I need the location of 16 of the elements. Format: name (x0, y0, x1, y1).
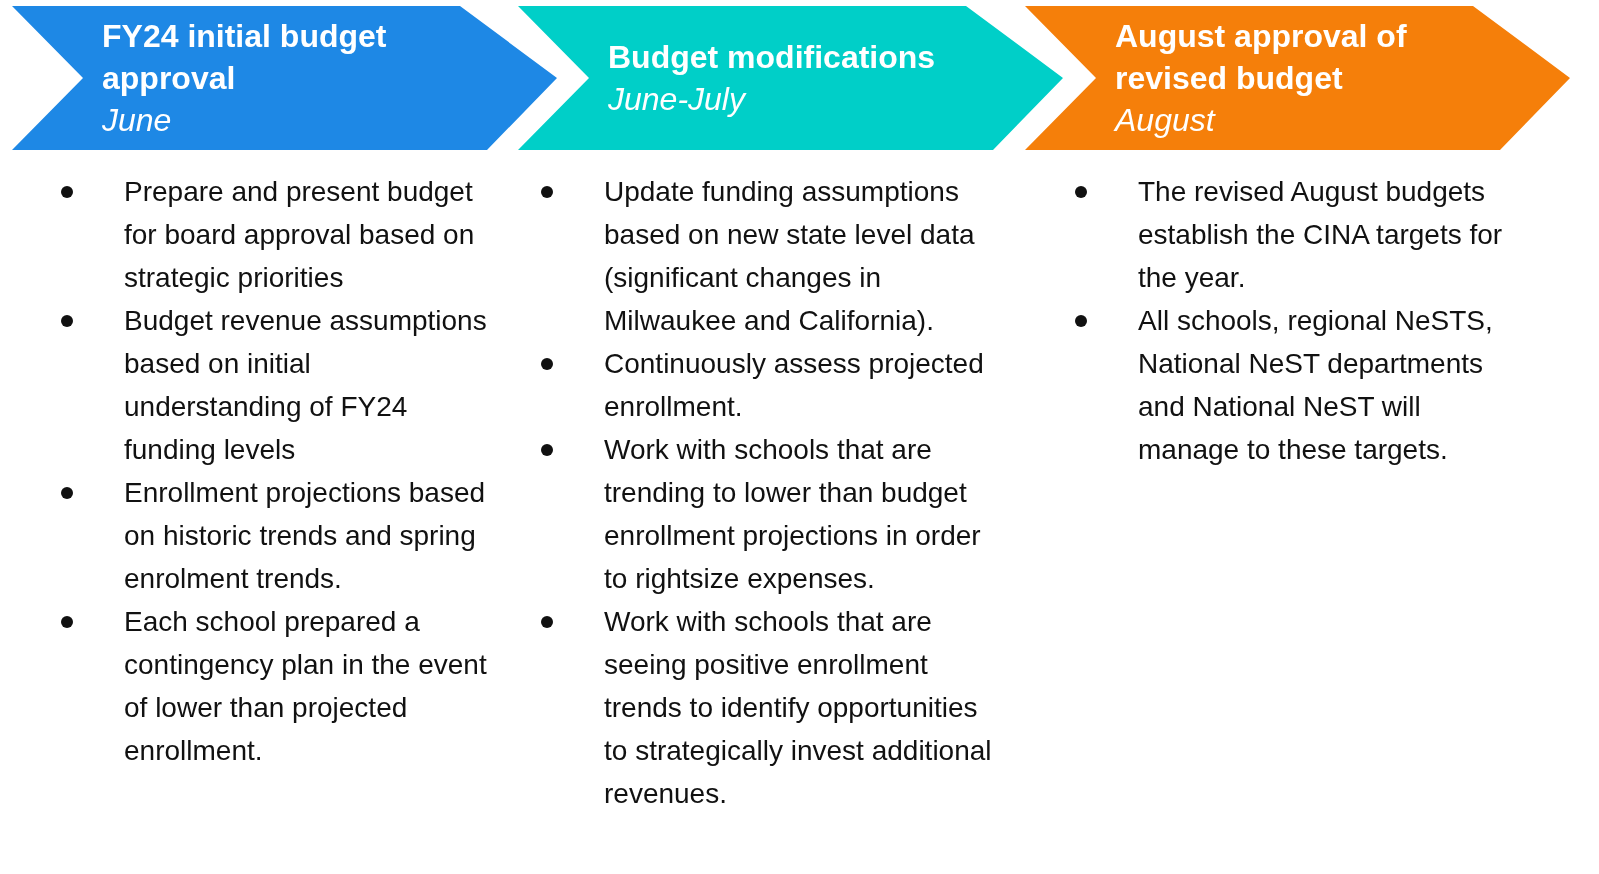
bullet-text: Budget revenue assumptions based on initial understanding of FY24 funding levels (124, 305, 487, 465)
bullet-text: Update funding assumptions based on new state level data (significant changes in Milwaukee and California). (604, 176, 975, 336)
stage-title: FY24 initial budget approval (102, 17, 388, 98)
bullet-text: The revised August budgets establish the CINA targets for the year. (1138, 176, 1503, 293)
bullet-text: Work with schools that are trending to lower than budget enrollment projections in order to rightsize expenses. (604, 434, 981, 594)
bullet-text: Each school prepared a contingency plan in the event of lower than projected enrollment. (124, 606, 487, 766)
bullet-text: Prepare and present budget for board approval based on strategic priorities (124, 176, 475, 293)
stage-date: June (102, 101, 172, 140)
stage-date: August (1115, 101, 1215, 140)
stage-date: June-July (608, 80, 745, 119)
stage-title: Budget modifications (608, 38, 936, 77)
bullet-text: Enrollment projections based on historic trends and spring enrolment trends. (124, 477, 486, 594)
bullet-text: All schools, regional NeSTS, National NeST departments and National NeST will manage to these targets. (1138, 305, 1493, 465)
bullet-text: Continuously assess projected enrollment. (604, 348, 984, 422)
stage-title: August approval of revised budget (1115, 17, 1408, 98)
bullet-text: Work with schools that are seeing positive enrollment trends to identify opportunities to strategically invest additional revenues. (604, 606, 992, 809)
